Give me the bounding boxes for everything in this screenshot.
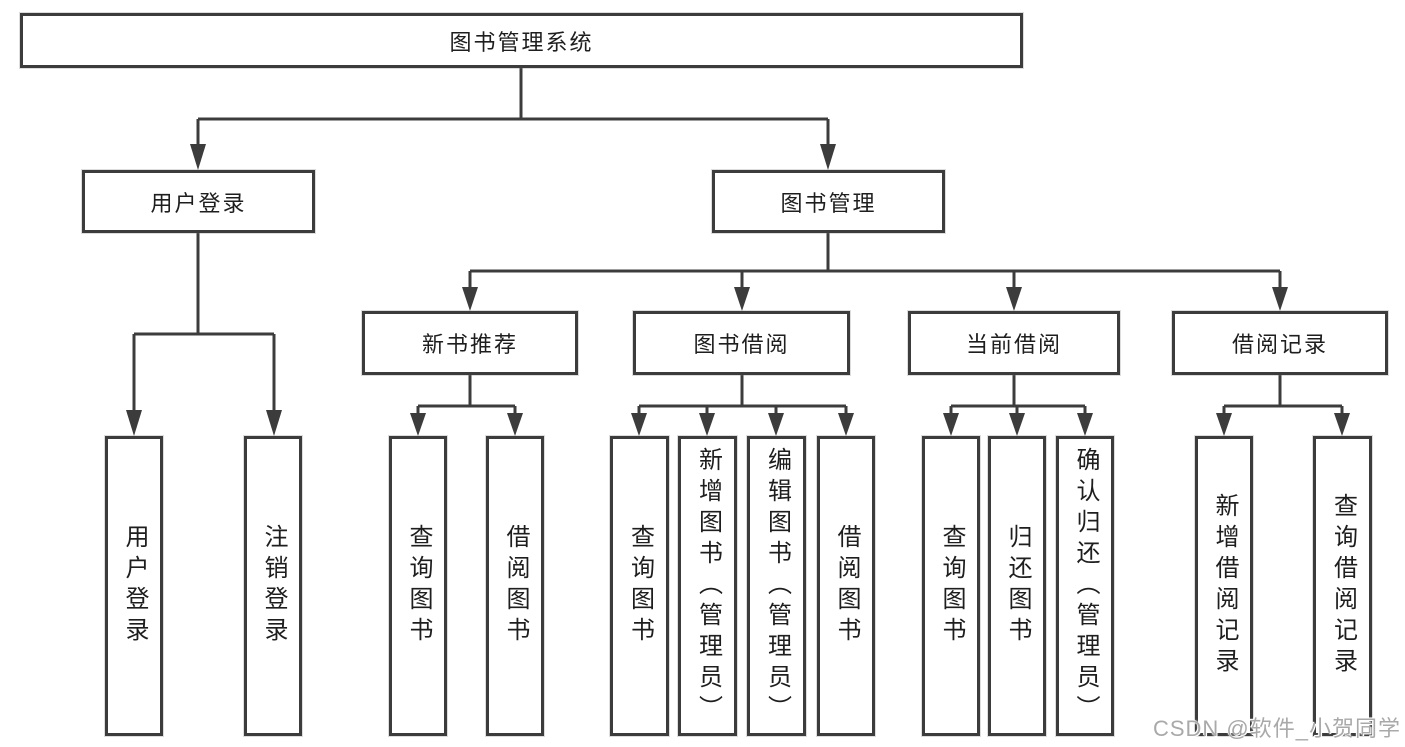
leaf-label: 用户登录 [121,524,148,648]
leaf-label: 借阅图书 [502,524,529,648]
leaf-label: 查询图书 [405,524,432,648]
node-book-borrow: 图书借阅 [633,311,850,375]
leaf-borrow-edit-books-admin: 编辑图书（管理员） [747,436,806,736]
node-label: 图书借阅 [693,332,790,357]
node-book-management: 图书管理 [712,170,945,233]
node-user-login: 用户登录 [82,170,315,233]
leaf-records-query-record: 查询借阅记录 [1313,436,1372,736]
node-borrow-records: 借阅记录 [1172,311,1388,375]
node-label: 借阅记录 [1231,332,1328,357]
node-new-book-recommend: 新书推荐 [362,311,578,375]
leaf-logout: 注销登录 [244,436,302,736]
leaf-label: 查询图书 [938,524,965,648]
node-label: 图书管理 [780,190,877,216]
leaf-current-query-books: 查询图书 [922,436,980,736]
leaf-label: 确认归还（管理员） [1072,446,1099,726]
node-label: 新书推荐 [421,332,518,357]
node-label: 图书管理系统 [449,29,594,55]
leaf-borrow-query-books: 查询图书 [610,436,669,736]
leaf-label: 借阅图书 [833,524,860,648]
node-current-borrow: 当前借阅 [908,311,1120,375]
csdn-watermark: CSDN @软件_小贺同学 [1152,716,1401,741]
leaf-borrow-add-books-admin: 新增图书（管理员） [678,436,737,736]
leaf-recommend-borrow-books: 借阅图书 [486,436,544,736]
leaf-borrow-borrow-books: 借阅图书 [817,436,875,736]
leaf-current-return-books: 归还图书 [988,436,1046,736]
node-label: 当前借阅 [965,332,1062,357]
leaf-label: 归还图书 [1004,524,1031,648]
leaf-current-confirm-return-admin: 确认归还（管理员） [1056,436,1114,736]
leaf-label: 编辑图书（管理员） [763,446,791,726]
leaf-label: 注销登录 [260,524,287,648]
leaf-user-login: 用户登录 [105,436,163,736]
leaf-label: 新增借阅记录 [1211,493,1238,679]
node-label: 用户登录 [150,190,247,216]
leaf-label: 查询图书 [626,524,654,648]
node-root: 图书管理系统 [20,13,1023,68]
leaf-label: 新增图书（管理员） [694,446,722,726]
leaf-recommend-query-books: 查询图书 [389,436,447,736]
leaf-label: 查询借阅记录 [1329,493,1357,679]
leaf-records-add-record: 新增借阅记录 [1195,436,1253,736]
